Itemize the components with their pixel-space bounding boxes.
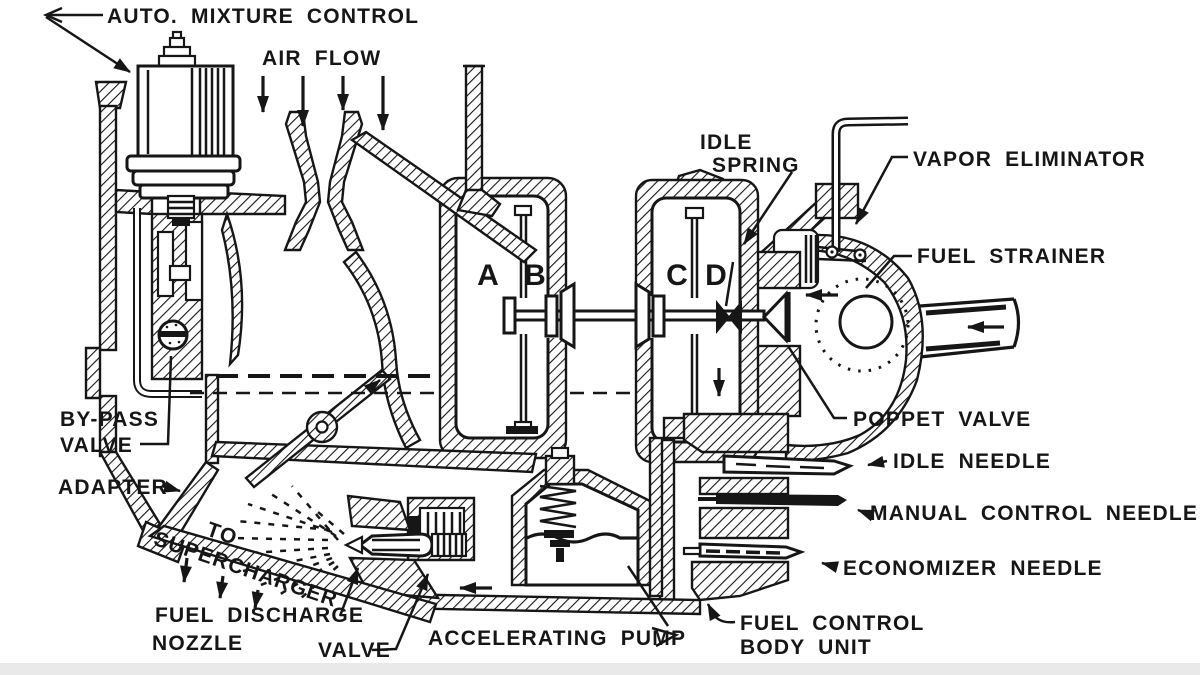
idle-needle-part	[722, 454, 854, 476]
fuel-strainer-screen	[814, 277, 910, 373]
chamber-divider-wall	[204, 373, 220, 465]
metering-slot-left	[156, 230, 175, 298]
transfer-passage	[342, 130, 538, 450]
label-adapter: ADAPTER	[58, 476, 168, 499]
disc-c-outer	[634, 281, 651, 350]
curved-baffle	[220, 210, 244, 368]
chamber-b: B	[524, 259, 546, 292]
fuel-control-needle-housing	[658, 412, 854, 602]
nozzle-tip	[343, 535, 364, 555]
label-fuel-control-body-1: FUEL CONTROL	[740, 612, 925, 635]
label-idle-spring-1: IDLE	[700, 131, 753, 154]
diaphragm-ab-top-clamp	[513, 204, 533, 217]
disc-b-outer	[559, 281, 576, 350]
metering-crossbar	[168, 264, 192, 282]
fuel-inlet-pipe	[919, 297, 1021, 359]
label-idle-spring-2: SPRING	[712, 154, 800, 177]
nozzle-mount-upper	[346, 494, 412, 532]
idle-spring-part	[724, 261, 735, 307]
label-by-pass-1: BY-PASS	[60, 408, 159, 431]
pump-chamber	[524, 482, 640, 587]
mixture-control-rod	[244, 368, 392, 489]
adapter-assembly	[136, 520, 438, 624]
chamber-d: D	[705, 259, 727, 292]
pump-adjusting-plug	[544, 454, 576, 486]
label-manual-control-needle: MANUAL CONTROL NEEDLE	[870, 502, 1198, 525]
needle-block-1	[682, 412, 790, 454]
needle-block-2	[698, 476, 790, 496]
needle-block-4	[690, 560, 790, 602]
housing-flange-bump	[84, 346, 102, 400]
auto-mixture-control-unit	[125, 30, 242, 226]
pump-spring	[539, 484, 577, 529]
label-fuel-control-body-2: BODY UNIT	[740, 636, 872, 659]
diaphragm-cd-top-clamp	[684, 206, 705, 220]
inner-shell-bore	[135, 208, 202, 396]
disc-b-inner	[544, 294, 559, 338]
shaft-seat-left	[716, 300, 730, 334]
bottom-band	[0, 663, 1200, 675]
flange-2	[131, 169, 236, 187]
housing-top-flange	[94, 80, 128, 110]
air-flow-arrows	[257, 76, 389, 131]
chamber-valve-seat	[506, 426, 538, 434]
shaft-left-clamp	[502, 296, 517, 335]
disc-c-inner	[651, 294, 666, 338]
label-valve: VALVE	[318, 639, 391, 662]
label-auto-mixture-control: AUTO. MIXTURE CONTROL	[107, 5, 419, 28]
vent-tube-bore	[834, 119, 909, 252]
outlet-arrow-1	[180, 557, 192, 583]
outlet-arrow-2	[216, 575, 229, 599]
label-fuel-strainer: FUEL STRAINER	[917, 245, 1106, 268]
label-air-flow: AIR FLOW	[262, 47, 381, 70]
shaft-seat-right	[728, 300, 742, 334]
needle-block-3	[698, 506, 790, 540]
fuel-level-lines	[190, 374, 634, 395]
metering-slot-right	[184, 220, 204, 302]
diaphragm-shaft-assembly	[502, 281, 791, 350]
housing-outer-wall-upper	[98, 104, 118, 352]
central-column	[456, 64, 502, 218]
label-poppet-valve: POPPET VALVE	[853, 408, 1031, 431]
label-fuel-discharge-1: FUEL DISCHARGE	[155, 604, 364, 627]
adapter-duct-wall	[147, 524, 438, 624]
label-by-pass-2: VALVE	[60, 434, 133, 457]
label-accelerating-pump: ACCELERATING PUMP	[428, 627, 686, 650]
flange-1	[125, 154, 242, 173]
pump-right-wall	[648, 436, 664, 598]
fuel-strainer-core	[838, 294, 894, 350]
label-vapor-eliminator: VAPOR ELIMINATOR	[913, 148, 1146, 171]
air-horn-venturi	[283, 110, 365, 252]
label-idle-needle: IDLE NEEDLE	[893, 450, 1051, 473]
label-fuel-discharge-2: NOZZLE	[152, 632, 243, 655]
pump-diaphragm	[526, 532, 637, 544]
poppet-valve-head	[761, 290, 788, 344]
chamber-c: C	[666, 259, 688, 292]
outlet-arrow-3	[251, 589, 264, 609]
label-economizer-needle: ECONOMIZER NEEDLE	[843, 557, 1103, 580]
chamber-a: A	[477, 259, 499, 292]
manual-control-needle-part	[716, 494, 847, 506]
nozzle-spindle	[357, 532, 434, 558]
